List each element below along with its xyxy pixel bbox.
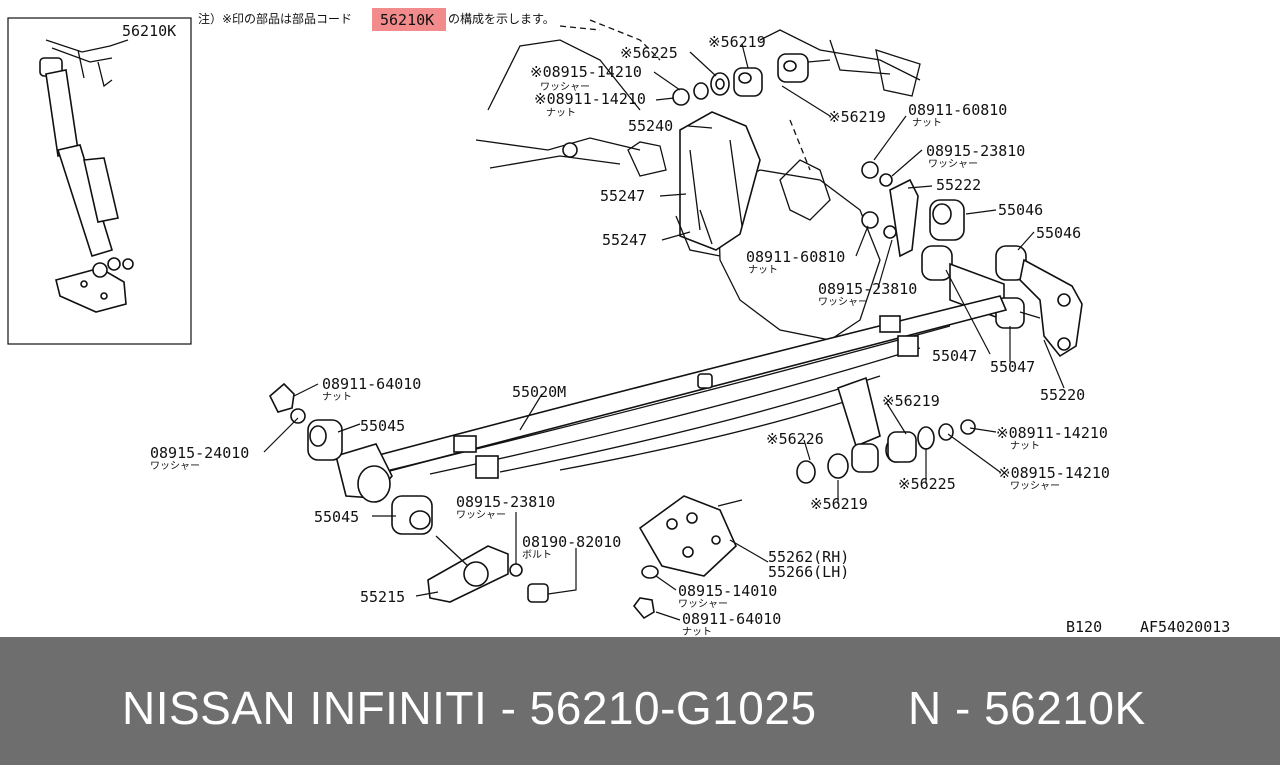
label-nut-64010-bottom: ナット <box>682 626 712 637</box>
label-55266: 55266(LH) <box>768 563 849 581</box>
label-nut-14210-right: ナット <box>1010 440 1040 452</box>
label-56219-mid: ※56219 <box>828 108 886 126</box>
label-56219-top: ※56219 <box>708 33 766 51</box>
label-08915-14210-top: ※08915-14210 <box>530 63 642 81</box>
label-washer-14210-right: ワッシャー <box>1010 481 1060 492</box>
label-08915-23810-low: 08915-23810 <box>456 493 555 511</box>
label-08915-23810-top: 08915-23810 <box>926 142 1025 160</box>
label-08911-60810-mid: 08911-60810 <box>746 248 845 266</box>
label-washer-24010: ワッシャー <box>150 461 200 472</box>
label-55247-b: 55247 <box>602 231 647 249</box>
axle-housing <box>475 19 921 341</box>
leaf-spring <box>335 295 1008 503</box>
label-55240: 55240 <box>628 117 673 135</box>
shackle-assembly <box>861 161 1083 358</box>
ref-group: B120 <box>1066 618 1102 636</box>
label-55045-bottom: 55045 <box>314 508 359 526</box>
label-08915-14010: 08915-14010 <box>678 582 777 600</box>
label-55047-b: 55047 <box>990 358 1035 376</box>
label-08915-14210-right: ※08915-14210 <box>998 464 1110 482</box>
label-washer-top: ワッシャー <box>540 82 590 93</box>
label-56219-right: ※56219 <box>882 392 940 410</box>
label-bolt: ボルト <box>522 549 552 561</box>
part-number-banner: NISSAN INFINITI - 56210-G1025 N - 56210K <box>0 637 1280 765</box>
label-56226: ※56226 <box>766 430 824 448</box>
label-nut-60810-mid: ナット <box>748 264 778 276</box>
label-nut-60810-top: ナット <box>912 117 942 129</box>
ref-figure: AF54020013 <box>1140 618 1230 636</box>
label-56225-top: ※56225 <box>620 44 678 62</box>
note-prefix: 注）※印の部品は部品コード <box>198 11 352 26</box>
lower-mount-parts <box>796 376 976 484</box>
spring-seat <box>632 495 743 620</box>
parts-diagram: 注）※印の部品は部品コード 56210K の構成を示します。 56210K <box>7 8 1231 637</box>
callout-labels: ※56225 ※56219 ※08915-14210 ワッシャー ※08911-… <box>150 33 1110 637</box>
label-washer-23810-top: ワッシャー <box>928 159 978 170</box>
leader-lines <box>263 43 1065 621</box>
banner-group-code: N - 56210K <box>908 682 1146 734</box>
note-suffix: の構成を示します。 <box>448 12 555 26</box>
banner-part-number: NISSAN INFINITI - 56210-G1025 <box>122 682 817 734</box>
front-eye-parts <box>269 382 549 603</box>
label-08915-23810-mid: 08915-23810 <box>818 280 917 298</box>
label-55222: 55222 <box>936 176 981 194</box>
label-56225-right: ※56225 <box>898 475 956 493</box>
label-washer-23810-mid: ワッシャー <box>818 297 868 308</box>
exploded-view-drawing: 注）※印の部品は部品コード 56210K の構成を示します。 56210K <box>7 8 1230 637</box>
label-08911-14210-top: ※08911-14210 <box>534 90 646 108</box>
u-bolt-bracket <box>562 111 761 257</box>
label-nut-64010-top: ナット <box>322 391 352 403</box>
label-08911-64010-top: 08911-64010 <box>322 375 421 393</box>
label-55247-a: 55247 <box>600 187 645 205</box>
label-55046-a: 55046 <box>998 201 1043 219</box>
label-08911-14210-right: ※08911-14210 <box>996 424 1108 442</box>
label-55045-top: 55045 <box>360 417 405 435</box>
label-55020m: 55020M <box>512 383 566 401</box>
label-55047-a: 55047 <box>932 347 977 365</box>
label-08915-24010: 08915-24010 <box>150 444 249 462</box>
label-56219-bottom: ※56219 <box>810 495 868 513</box>
inset-label: 56210K <box>122 22 176 40</box>
label-08911-60810-top: 08911-60810 <box>908 101 1007 119</box>
label-55220: 55220 <box>1040 386 1085 404</box>
part-code-highlight <box>372 8 446 31</box>
note-code: 56210K <box>380 11 434 29</box>
label-55046-b: 55046 <box>1036 224 1081 242</box>
inset-shock-absorber: 56210K <box>7 17 192 345</box>
label-55262: 55262(RH) <box>768 548 849 566</box>
upper-mount-parts <box>672 53 831 106</box>
label-55215: 55215 <box>360 588 405 606</box>
label-washer-14010: ワッシャー <box>678 599 728 610</box>
label-08911-64010-bottom: 08911-64010 <box>682 610 781 628</box>
label-washer-23810-low: ワッシャー <box>456 510 506 521</box>
label-08190-82010: 08190-82010 <box>522 533 621 551</box>
label-nut-top: ナット <box>546 107 576 119</box>
